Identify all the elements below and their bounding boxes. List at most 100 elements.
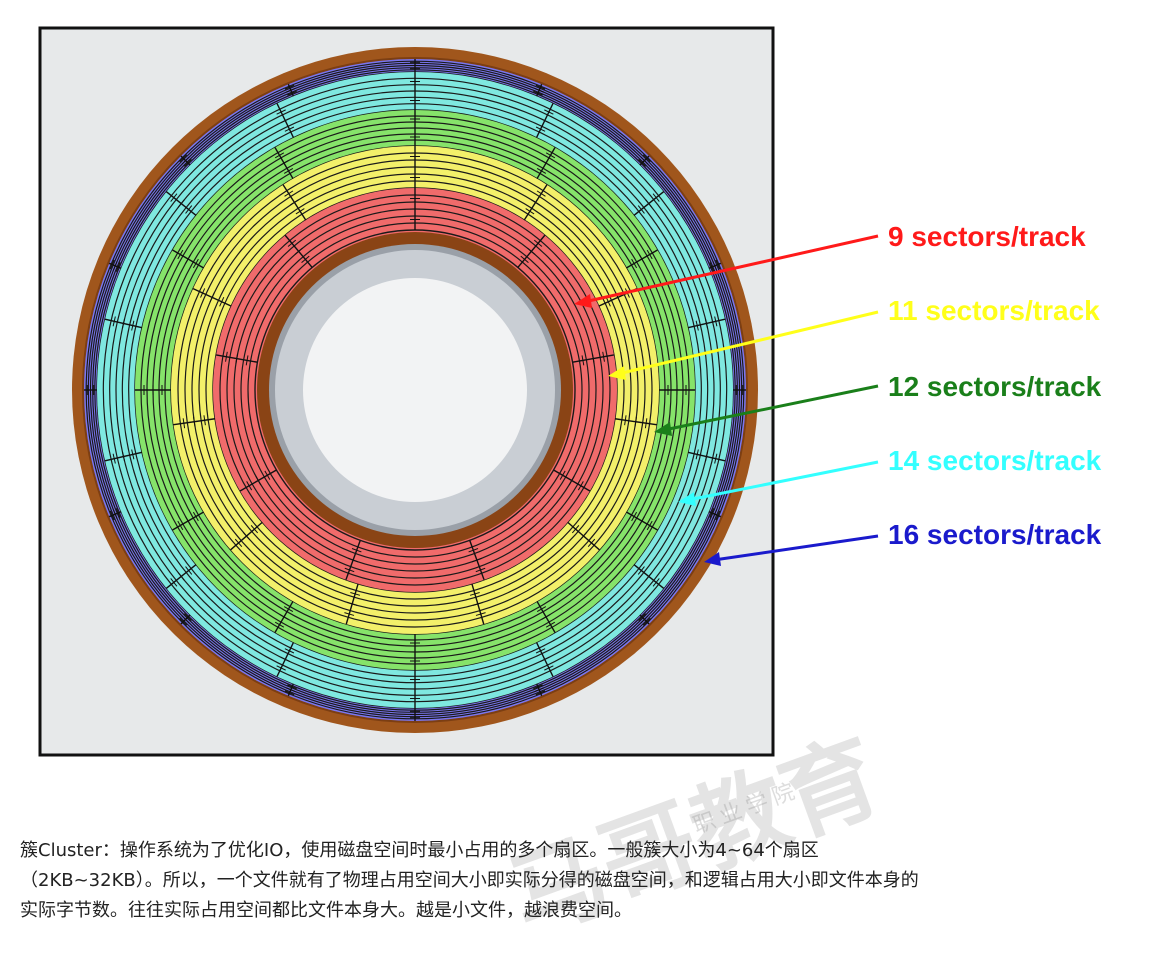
red-zone-sector-tick [245,355,249,366]
green-zone-sector-tick [279,613,289,620]
yellow-zone-sector-tick [634,416,637,427]
red-zone-sector-tick [533,239,543,247]
green-zone-sector-tick [536,606,547,613]
green-zone-sector-tick [536,167,547,174]
blue-zone-sector-tick [287,90,297,96]
yellow-zone-sector-tick [295,208,305,215]
red-zone-sector-tick [475,567,486,573]
green-zone-sector-tick [192,258,199,269]
blue-zone-sector-tick [181,615,190,624]
blue-zone-sector-tick [642,154,651,163]
yellow-zone-sector-tick [587,538,596,548]
blue-zone-sector-tick [115,262,121,272]
red-zone-sector-tick [301,255,310,263]
blue-zone-sector-tick [535,84,546,90]
cyan-zone-sector-tick [112,316,116,327]
red-zone-sector-tick [294,247,303,255]
arrowhead-12-sectors [654,422,672,436]
cyan-zone-sector-tick [284,126,295,132]
cyan-zone-sector-tick [652,578,660,587]
cyan-zone-sector-tick [695,320,699,331]
arrow-11-sectors [617,310,879,376]
sector-dividers [84,59,746,721]
cyan-zone-sector-tick [280,117,290,124]
green-zone-sector-tick [631,258,638,269]
red-zone-sector-tick [344,567,355,573]
green-zone-sector-tick [631,511,638,522]
blue-zone-sector-tick [181,156,190,165]
green-zone-sector-tick [545,152,556,159]
caption-line-1: 簇Cluster：操作系统为了优化IO，使用磁盘空间时最小占用的多个扇区。一般簇… [20,840,819,861]
blue-zone-sector-tick [638,158,647,167]
arrows [574,234,879,566]
arrowhead-11-sectors [608,366,626,380]
yellow-zone-sector-tick [469,592,480,596]
yellow-zone-sector-tick [531,199,541,206]
blue-zone-sector-tick [642,617,651,626]
red-zone-sector-tick [520,255,529,263]
spindle-hole [303,278,527,502]
green-zone-sector-tick [274,621,285,628]
blue-zone-sector-tick [286,87,296,93]
red-zone-sector-tick [246,481,253,491]
cyan-zone-sector-tick [637,205,645,214]
cyan-zone-sector-tick [112,453,116,464]
cyan-zone-sector-tick [540,656,550,663]
label-12-sectors: 12 sectors/track [888,371,1102,402]
arrow-16-sectors [713,534,879,562]
cyan-zone-sector-tick [121,318,126,329]
label-14-sectors: 14 sectors/track [888,445,1102,476]
red-zone-sector-tick [527,247,536,255]
yellow-zone-sector-tick [525,208,535,215]
red-zone-sector-tick [287,239,297,247]
red-zone-sector-tick [468,548,479,553]
yellow-zone-sector-tick [250,525,259,534]
red-zone-sector-tick [602,351,605,362]
yellow-zone-sector-tick [182,418,186,429]
yellow-zone-sector-tick [200,288,206,298]
red-zone-sector-tick [472,557,482,563]
cyan-zone-sector-tick [284,648,295,654]
cyan-zone-sector-tick [170,578,178,587]
green-zone-sector-tick [541,160,551,167]
red-zone-sector-tick [348,557,358,563]
blue-zone-sector-tick [284,84,295,90]
cyan-zone-sector-tick [637,566,645,575]
blue-zone-sector-tick [179,617,188,626]
yellow-zone-sector-tick [242,531,251,541]
green-zone-sector-tick [646,249,653,260]
arrow-12-sectors [663,384,879,432]
blue-zone-sector-tick [284,690,295,696]
yellow-zone-sector-tick [472,602,483,606]
blue-zone-sector-tick [709,262,715,272]
cyan-zone-sector-tick [704,318,709,329]
yellow-zone-sector-tick [644,418,648,429]
blue-zone-sector-tick [183,158,192,167]
blue-zone-sector-tick [638,613,647,622]
yellow-zone-sector-tick [571,525,580,534]
green-zone-sector-tick [541,613,551,620]
cyan-zone-sector-tick [177,572,185,581]
red-zone-sector-tick [255,475,262,486]
cyan-zone-sector-tick [276,665,286,671]
blue-zone-sector-tick [640,156,649,165]
blue-zone-sector-tick [534,687,544,693]
yellow-zone-sector-tick [624,415,627,426]
green-zone-sector-tick [185,516,192,526]
green-zone-sector-tick [646,520,653,531]
yellow-zone-sector-tick [536,190,546,197]
yellow-zone-sector-tick [219,296,225,307]
cyan-zone-sector-tick [131,320,135,331]
yellow-zone-sector-tick [350,592,361,596]
yellow-zone-sector-tick [289,199,299,206]
blue-zone-sector-tick [286,687,296,693]
green-zone-sector-tick [283,167,294,174]
blue-zone-sector-tick [534,87,544,93]
cyan-zone-sector-tick [695,449,699,460]
cyan-zone-sector-tick [652,193,660,202]
cyan-zone-sector-tick [645,572,653,581]
green-zone-sector-tick [177,249,184,260]
arrow-14-sectors [687,460,879,502]
blue-zone-sector-tick [640,615,649,624]
green-zone-sector-tick [638,254,645,264]
